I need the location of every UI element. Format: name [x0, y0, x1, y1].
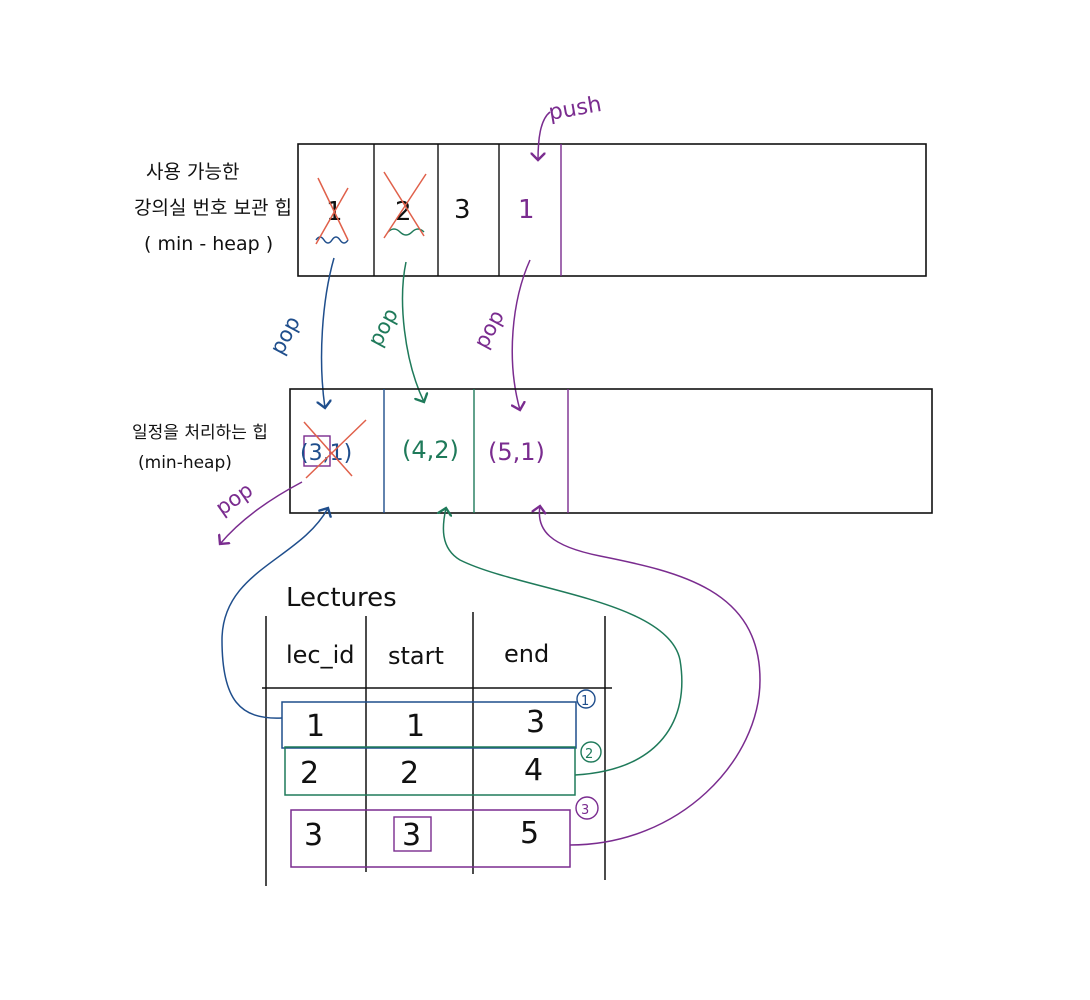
strike-line — [383, 173, 427, 239]
pop-arrow-blue — [322, 257, 335, 408]
table-cell: 2 — [300, 756, 319, 791]
strike-line — [303, 421, 353, 477]
row-marker-label: 2 — [585, 747, 593, 762]
pop-arrow-green — [401, 261, 424, 402]
row-marker — [580, 741, 602, 763]
schedule-heap-label-line-2: (min-heap) — [138, 453, 232, 473]
table-cell: 3 — [402, 818, 421, 853]
schedule-heap-label-line-1: 일정을 처리하는 힙 — [132, 423, 268, 443]
strike-line — [315, 187, 349, 245]
row-highlight-green — [284, 746, 576, 796]
room-heap-label-line-3: ( min - heap ) — [144, 233, 273, 255]
wave-underline — [315, 236, 349, 244]
pop-arrow-purple — [512, 259, 531, 410]
table-cell: 5 — [520, 816, 539, 851]
table-header: end — [504, 640, 549, 668]
strike-line — [383, 171, 425, 237]
row-marker — [576, 689, 596, 709]
row-marker — [575, 796, 599, 820]
insert-arrow-green — [443, 508, 683, 776]
pop-out-arrow — [220, 481, 303, 544]
room-heap: 사용 가능한 강의실 번호 보관 힙 ( min - heap ) 1 2 3 … — [134, 92, 927, 277]
row-marker-label: 3 — [581, 803, 589, 818]
pop-label-purple: pop — [469, 306, 509, 352]
strike-line — [305, 419, 367, 479]
lectures-title: Lectures — [286, 583, 397, 613]
table-header: start — [388, 642, 444, 670]
pop-arrows: pop pop pop — [265, 257, 531, 410]
pop-label-green: pop — [363, 304, 403, 350]
table-cell: 3 — [526, 705, 545, 740]
schedule-heap-cell: (3,1) — [300, 441, 352, 466]
row-highlight-purple — [290, 809, 571, 868]
table-cell: 1 — [306, 709, 325, 744]
pop-out-label: pop — [211, 478, 257, 520]
row-marker-label: 1 — [581, 694, 589, 709]
lectures-table: Lectures lec_id start end 1 1 3 1 2 2 4 … — [262, 583, 612, 886]
table-cell: 1 — [406, 709, 425, 744]
schedule-heap-box — [289, 388, 933, 514]
schedule-heap-cell: (5,1) — [488, 438, 545, 466]
insert-arrows — [221, 506, 761, 846]
wave-underline — [387, 228, 425, 236]
room-heap-cell: 3 — [454, 195, 471, 225]
table-cell: 2 — [400, 756, 419, 791]
push-arrow — [538, 111, 551, 160]
table-cell: 3 — [304, 818, 323, 853]
push-label: push — [547, 92, 604, 126]
row-highlight-blue — [281, 701, 577, 749]
room-heap-label-line-1: 사용 가능한 — [146, 161, 239, 183]
schedule-heap: 일정을 처리하는 힙 (min-heap) (3,1) (4,2) (5,1) … — [132, 388, 933, 544]
start-highlight-box — [393, 816, 432, 852]
room-heap-cell-pushed: 1 — [518, 195, 535, 225]
insert-arrow-purple — [539, 506, 761, 846]
strike-line — [317, 177, 349, 241]
insert-arrow-blue — [221, 508, 328, 719]
table-header: lec_id — [286, 641, 355, 669]
room-heap-label-line-2: 강의실 번호 보관 힙 — [134, 197, 292, 219]
pop-label-blue: pop — [265, 312, 305, 358]
room-heap-cell: 2 — [395, 197, 412, 227]
room-heap-box — [297, 143, 927, 277]
table-cell: 4 — [524, 753, 543, 788]
schedule-heap-cell: (4,2) — [402, 436, 459, 464]
